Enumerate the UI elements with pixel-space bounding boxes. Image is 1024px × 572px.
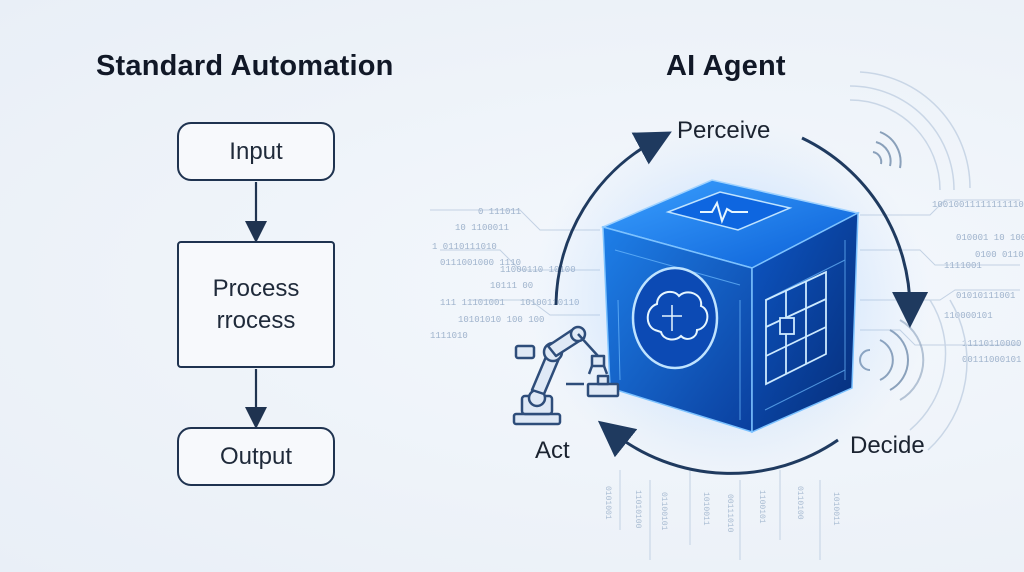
output-box: Output (177, 427, 335, 486)
svg-text:11010100: 11010100 (633, 490, 642, 529)
binary-line: 110000101 (944, 311, 993, 321)
cycle-arrows (554, 131, 929, 475)
svg-text:0101001: 0101001 (603, 486, 612, 520)
svg-text:1010011: 1010011 (831, 492, 840, 526)
binary-line: 01010111001 (956, 291, 1015, 301)
svg-text:1100101: 1100101 (757, 490, 766, 524)
process-label-line1: Process (212, 274, 300, 302)
process-label-line2: rrocess (216, 306, 296, 334)
binary-line: 111 11101001 (440, 298, 505, 308)
standard-automation-title: Standard Automation (96, 50, 394, 82)
ai-agent-title: AI Agent (666, 50, 786, 82)
signal-arcs-faint (849, 71, 971, 451)
binary-text-right: 10010011111111110 010001 10 1001 0100 01… (932, 200, 1024, 365)
decide-label: Decide (850, 432, 925, 459)
svg-text:01100101: 01100101 (659, 492, 668, 531)
svg-text:00111010: 00111010 (725, 494, 734, 533)
arrow-decide-to-act (597, 420, 839, 475)
input-label: Input (229, 137, 283, 165)
binary-line: 00111000101 (962, 355, 1021, 365)
binary-line: 1111010 (430, 331, 468, 341)
ai-cube-icon (600, 179, 861, 434)
svg-text:0110100: 0110100 (795, 486, 804, 520)
perceive-label: Perceive (677, 117, 771, 144)
brain-icon (631, 266, 719, 370)
binary-line: 1 0110111010 (432, 242, 497, 252)
svg-text:1010011: 1010011 (701, 492, 710, 526)
binary-line: 11110110000 (962, 339, 1021, 349)
act-label: Act (535, 437, 570, 464)
neural-grid-icon (765, 270, 827, 386)
binary-line: 10101010 100 100 (458, 315, 544, 325)
input-box: Input (177, 122, 335, 181)
binary-line: 10010011111111110 (932, 200, 1024, 210)
arrow-perceive-to-decide (801, 136, 929, 328)
arrow-act-to-perceive (554, 131, 672, 306)
binary-line: 1111001 (944, 261, 982, 271)
binary-line: 0100 0110 (975, 250, 1024, 260)
binary-line: 10111 00 (490, 281, 533, 291)
output-label: Output (219, 442, 293, 470)
heartbeat-chip-icon (665, 191, 793, 231)
robot-arm-icon (512, 325, 620, 426)
binary-line: 010001 10 1001 (956, 233, 1024, 243)
binary-line: 0111001000 1110 (440, 258, 521, 268)
binary-line: 0 111011 (478, 207, 521, 217)
binary-line: 10 1100011 (455, 223, 509, 233)
binary-columns: 0101001 11010100 01100101 1010011 001110… (603, 486, 840, 533)
